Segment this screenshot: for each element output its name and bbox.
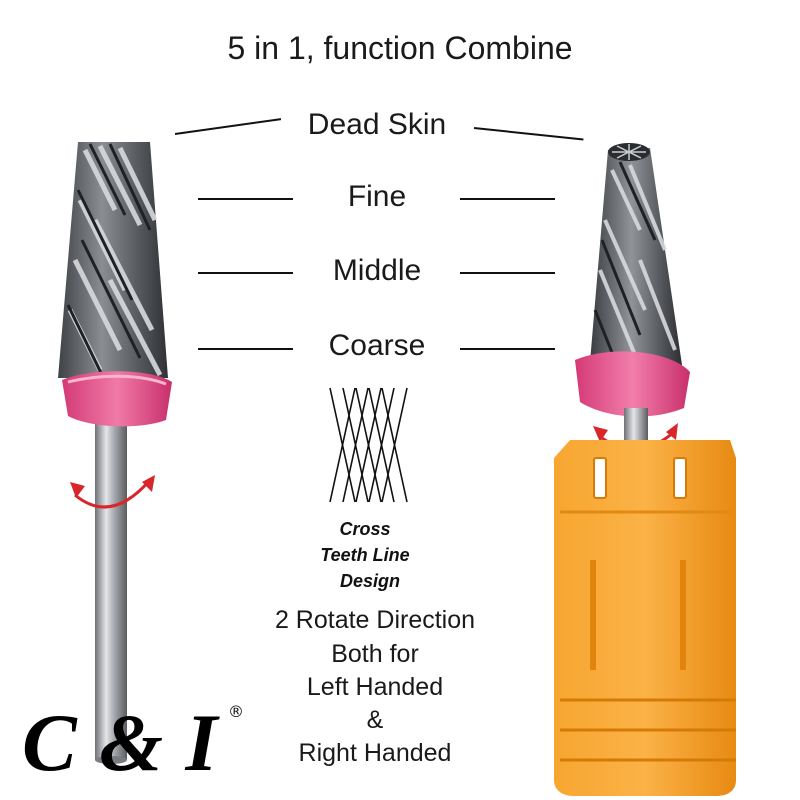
left-drill-bit <box>58 142 172 764</box>
grade-dead-skin: Dead Skin <box>307 108 447 141</box>
direction-line-2: Both for <box>331 640 419 668</box>
direction-line-4: & <box>366 706 384 734</box>
direction-line-3: Left Handed <box>306 673 444 701</box>
brand-name: C & I <box>22 697 219 788</box>
dead-skin-leader-right <box>473 127 584 141</box>
grade-middle: Middle <box>332 254 422 287</box>
cross-label-line-3: Design <box>339 571 400 591</box>
registered-mark: ® <box>228 702 244 721</box>
fine-leader-left <box>198 198 293 200</box>
fine-leader-right <box>460 198 555 200</box>
brand-logo: C & I <box>22 696 218 790</box>
direction-line-1: 2 Rotate Direction <box>274 606 476 634</box>
direction-line-5: Right Handed <box>298 739 452 767</box>
coarse-leader-right <box>460 348 555 350</box>
cross-label-line-2: Teeth Line <box>320 545 410 565</box>
middle-leader-right <box>460 272 555 274</box>
coarse-leader-left <box>198 348 293 350</box>
headline: 5 in 1, function Combine <box>227 30 573 66</box>
right-drill-bit-in-holder <box>554 143 736 796</box>
grade-fine: Fine <box>347 180 407 213</box>
cross-teeth-pattern <box>329 387 408 503</box>
middle-leader-left <box>198 272 293 274</box>
cross-label-line-1: Cross <box>339 519 391 539</box>
grade-coarse: Coarse <box>328 329 426 362</box>
